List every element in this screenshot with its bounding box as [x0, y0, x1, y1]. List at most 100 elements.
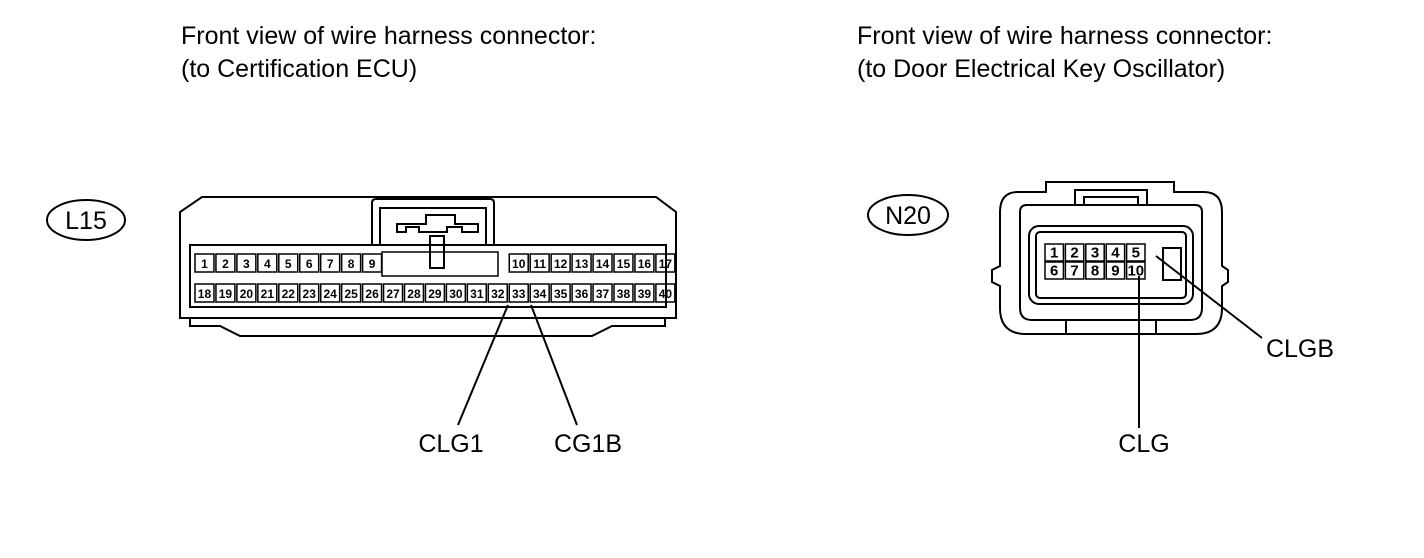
pin-cavity — [1105, 261, 1126, 280]
n20-connector-body — [991, 181, 1229, 335]
pin-cavity — [340, 283, 362, 303]
n20-tag-oval — [867, 194, 949, 236]
pin-cavity — [571, 253, 592, 273]
pin-number-14: 14 — [596, 257, 610, 271]
pin-number-33: 33 — [512, 287, 526, 301]
pin-cavity — [655, 253, 676, 273]
pin-number-6: 6 — [306, 257, 313, 271]
pin-cavity — [1044, 261, 1065, 280]
pin-number-9: 9 — [369, 257, 376, 271]
pin-number-12: 12 — [554, 257, 568, 271]
left-title-line2: (to Certification ECU) — [181, 55, 418, 83]
pin-number-27: 27 — [386, 287, 400, 301]
pin-cavity — [194, 253, 215, 273]
pin-number-26: 26 — [365, 287, 379, 301]
clgb-callout-label: CLGB — [1266, 335, 1334, 363]
pin-cavity — [634, 253, 655, 273]
clgb-leader-line — [1155, 255, 1263, 339]
pin-number-15: 15 — [617, 257, 631, 271]
pin-cavity — [403, 283, 425, 303]
pin-cavity — [278, 283, 299, 303]
pin-number-16: 16 — [638, 257, 652, 271]
left-connector-title: Front view of wire harness connector: (t… — [181, 20, 596, 86]
pin-number-1: 1 — [201, 257, 208, 271]
right-title-line2: (to Door Electrical Key Oscillator) — [857, 55, 1226, 83]
pin-number-2: 2 — [222, 257, 229, 271]
pin-cavity — [382, 283, 404, 303]
pin-number-17: 17 — [659, 257, 673, 271]
pin-number-5: 5 — [1132, 245, 1140, 262]
pin-cavity — [361, 283, 383, 303]
pin-number-2: 2 — [1070, 245, 1078, 262]
pin-number-4: 4 — [264, 257, 271, 271]
l15-connector-code: L15 — [65, 207, 107, 235]
pin-cavity — [613, 253, 634, 273]
pin-cavity — [361, 253, 383, 273]
pin-cavity — [236, 283, 257, 303]
pin-cavity — [299, 283, 320, 303]
l15-connector-body — [179, 196, 677, 337]
pin-cavity — [634, 283, 655, 303]
clg-callout-label: CLG — [1118, 430, 1169, 458]
pin-number-34: 34 — [533, 287, 547, 301]
pin-cavity — [194, 283, 215, 303]
pin-number-7: 7 — [327, 257, 334, 271]
pin-cavity — [655, 283, 676, 303]
pin-number-28: 28 — [407, 287, 421, 301]
pin-number-19: 19 — [219, 287, 233, 301]
pin-cavity — [215, 253, 236, 273]
pin-cavity — [529, 283, 550, 303]
pin-cavity — [571, 283, 592, 303]
pin-number-10: 10 — [1127, 263, 1144, 280]
pin-number-29: 29 — [428, 287, 442, 301]
pin-number-8: 8 — [348, 257, 355, 271]
cg1b-leader-line — [530, 304, 578, 426]
pin-cavity — [340, 253, 362, 273]
pin-cavity — [1064, 243, 1085, 262]
pin-cavity — [319, 283, 341, 303]
pin-cavity — [487, 283, 508, 303]
pin-cavity — [613, 283, 634, 303]
clg1-callout-label: CLG1 — [418, 430, 483, 458]
pin-number-8: 8 — [1091, 263, 1099, 280]
pin-cavity — [445, 283, 467, 303]
pin-cavity — [1085, 261, 1105, 280]
pin-number-38: 38 — [617, 287, 631, 301]
pin-number-18: 18 — [198, 287, 212, 301]
pin-number-7: 7 — [1070, 263, 1078, 280]
pin-cavity — [319, 253, 341, 273]
pin-cavity — [299, 253, 320, 273]
pin-cavity — [529, 253, 550, 273]
pin-number-39: 39 — [638, 287, 652, 301]
pin-number-1: 1 — [1050, 245, 1058, 262]
pin-cavity — [1105, 243, 1126, 262]
pin-cavity — [550, 253, 571, 273]
pin-cavity — [215, 283, 236, 303]
pin-cavity — [1125, 261, 1146, 280]
left-title-line1: Front view of wire harness connector: — [181, 22, 597, 50]
right-connector-title: Front view of wire harness connector: (t… — [857, 20, 1272, 86]
pin-cavity — [424, 283, 446, 303]
pin-cavity — [1085, 243, 1105, 262]
pin-cavity — [257, 253, 278, 273]
pin-number-40: 40 — [659, 287, 673, 301]
pin-number-13: 13 — [575, 257, 589, 271]
pin-number-21: 21 — [261, 287, 275, 301]
pin-number-23: 23 — [303, 287, 317, 301]
pin-number-35: 35 — [554, 287, 568, 301]
pin-cavity — [550, 283, 571, 303]
pin-cavity — [508, 253, 529, 273]
cg1b-callout-label: CG1B — [554, 430, 622, 458]
pin-cavity — [592, 283, 613, 303]
pin-cavity — [592, 253, 613, 273]
pin-number-22: 22 — [282, 287, 296, 301]
right-title-line1: Front view of wire harness connector: — [857, 22, 1273, 50]
l15-tag-oval — [46, 199, 126, 241]
pin-cavity — [508, 283, 529, 303]
pin-number-3: 3 — [1091, 245, 1099, 262]
n20-connector-code: N20 — [885, 202, 931, 230]
pin-number-9: 9 — [1111, 263, 1119, 280]
